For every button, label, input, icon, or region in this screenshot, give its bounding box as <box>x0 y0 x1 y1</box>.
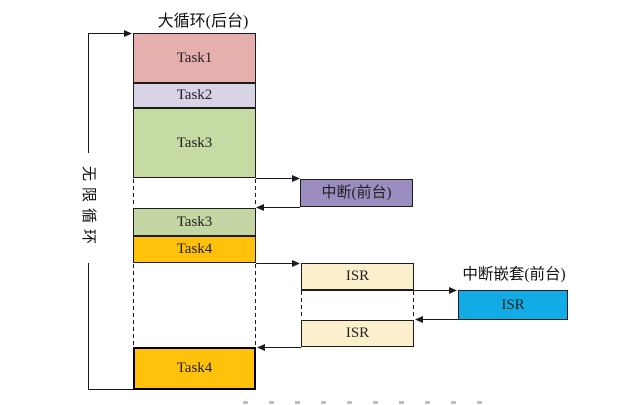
task3-resumed-label: Task3 <box>176 213 213 230</box>
task2-label: Task2 <box>176 87 213 103</box>
nested-interrupt-title: 中断嵌套(前台) <box>462 266 566 283</box>
task4-resumed-label: Task4 <box>176 360 213 376</box>
isr-block-1: ISR <box>301 263 414 290</box>
interrupt-foreground-label: 中断(前台) <box>321 184 392 201</box>
interrupt-foreground-block: 中断(前台) <box>300 179 413 207</box>
task2-block: Task2 <box>133 83 256 108</box>
task4-label: Task4 <box>176 241 213 257</box>
task1-block: Task1 <box>133 33 256 83</box>
nested-isr-block: ISR <box>458 290 568 320</box>
nested-isr-label: ISR <box>501 296 525 313</box>
isr-label-1: ISR <box>345 268 370 284</box>
task1-label: Task1 <box>176 49 213 66</box>
task4-block: Task4 <box>133 236 256 263</box>
task3-resumed-block: Task3 <box>133 208 256 236</box>
cropped-caption-fragment <box>243 401 503 404</box>
task3-label: Task3 <box>176 134 213 151</box>
isr-block-2: ISR <box>301 320 414 347</box>
background-loop-title: 大循环(后台) <box>157 13 249 30</box>
task4-resumed-block: Task4 <box>133 347 256 390</box>
infinite-loop-label: 无限循环 <box>79 153 97 263</box>
isr-label-2: ISR <box>345 325 370 341</box>
task3-block: Task3 <box>133 108 256 178</box>
